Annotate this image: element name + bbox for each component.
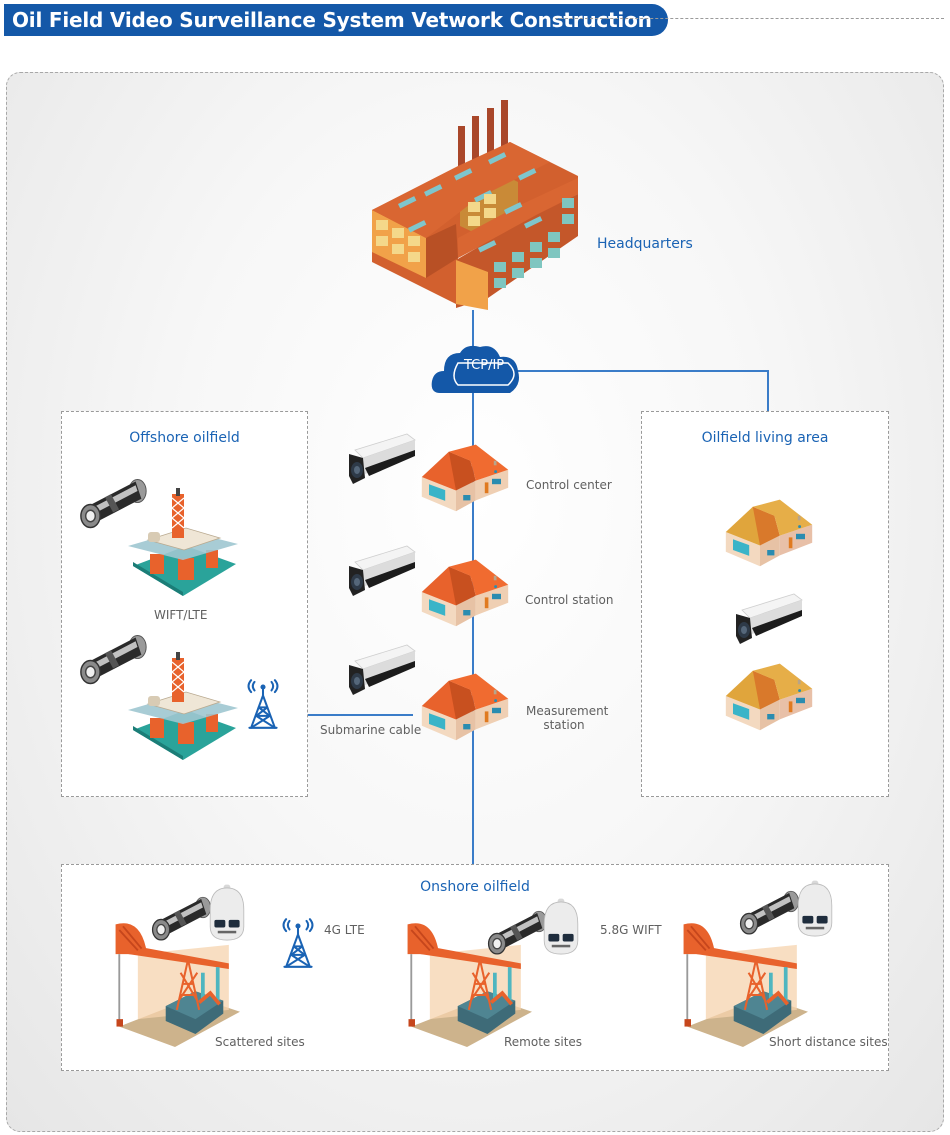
bullet-camera-icon [738, 889, 802, 937]
offshore-platform-icon [128, 652, 238, 762]
residence-house-icon [718, 496, 820, 568]
box-camera-icon [734, 592, 804, 647]
dome-camera-icon [540, 897, 582, 959]
title-divider [555, 18, 944, 19]
dome-camera-icon [794, 879, 836, 941]
dome-camera-icon [206, 883, 248, 945]
wift-lte-label: WIFT/LTE [154, 608, 208, 622]
living-area-title: Oilfield living area [701, 430, 829, 446]
box-camera-icon [347, 432, 417, 487]
remote-sites-label: Remote sites [504, 1035, 583, 1049]
4g-lte-label: 4G LTE [324, 923, 365, 937]
measurement-station-label-line1: Measurement [526, 704, 609, 718]
control-station-label: Control station [525, 593, 614, 607]
box-camera-icon [347, 643, 417, 698]
headquarters-factory-icon [368, 98, 583, 316]
measurement-station-label-line2: station [543, 718, 585, 732]
radio-tower-icon [246, 678, 280, 730]
living-area-panel: Oilfield living area [641, 411, 889, 797]
link-cloud-to-living-area-v [767, 370, 769, 412]
submarine-cable-link [308, 714, 413, 716]
tcp-ip-cloud-icon: TCP/IP [430, 343, 522, 395]
bullet-camera-icon [150, 895, 214, 943]
onshore-oilfield-panel: Onshore oilfield 4G LTE Scattered sites … [61, 864, 889, 1071]
tcp-ip-label: TCP/IP [464, 358, 505, 373]
link-hq-to-cloud [472, 310, 474, 352]
control-center-label: Control center [526, 478, 612, 492]
onshore-oilfield-title: Onshore oilfield [420, 879, 530, 895]
offshore-oilfield-panel: Offshore oilfield WIFT/LTE [61, 411, 308, 797]
control-station-house-icon [414, 556, 516, 628]
5-8g-wift-label: 5.8G WIFT [600, 923, 662, 937]
box-camera-icon [347, 544, 417, 599]
measurement-station-label: Measurement station [526, 704, 609, 732]
offshore-platform-icon [128, 488, 238, 598]
headquarters-label: Headquarters [597, 236, 693, 252]
page-title: Oil Field Video Surveillance System Vetw… [4, 4, 668, 36]
control-center-house-icon [414, 441, 516, 513]
link-cloud-to-stations [472, 390, 474, 864]
measurement-station-house-icon [414, 670, 516, 742]
offshore-oilfield-title: Offshore oilfield [129, 430, 240, 446]
residence-house-icon [718, 660, 820, 732]
link-cloud-to-living-area-h [512, 370, 769, 372]
radio-tower-icon [281, 917, 315, 969]
submarine-cable-label: Submarine cable [320, 723, 422, 737]
short-distance-sites-label: Short distance sites [769, 1035, 888, 1049]
scattered-sites-label: Scattered sites [215, 1035, 305, 1049]
